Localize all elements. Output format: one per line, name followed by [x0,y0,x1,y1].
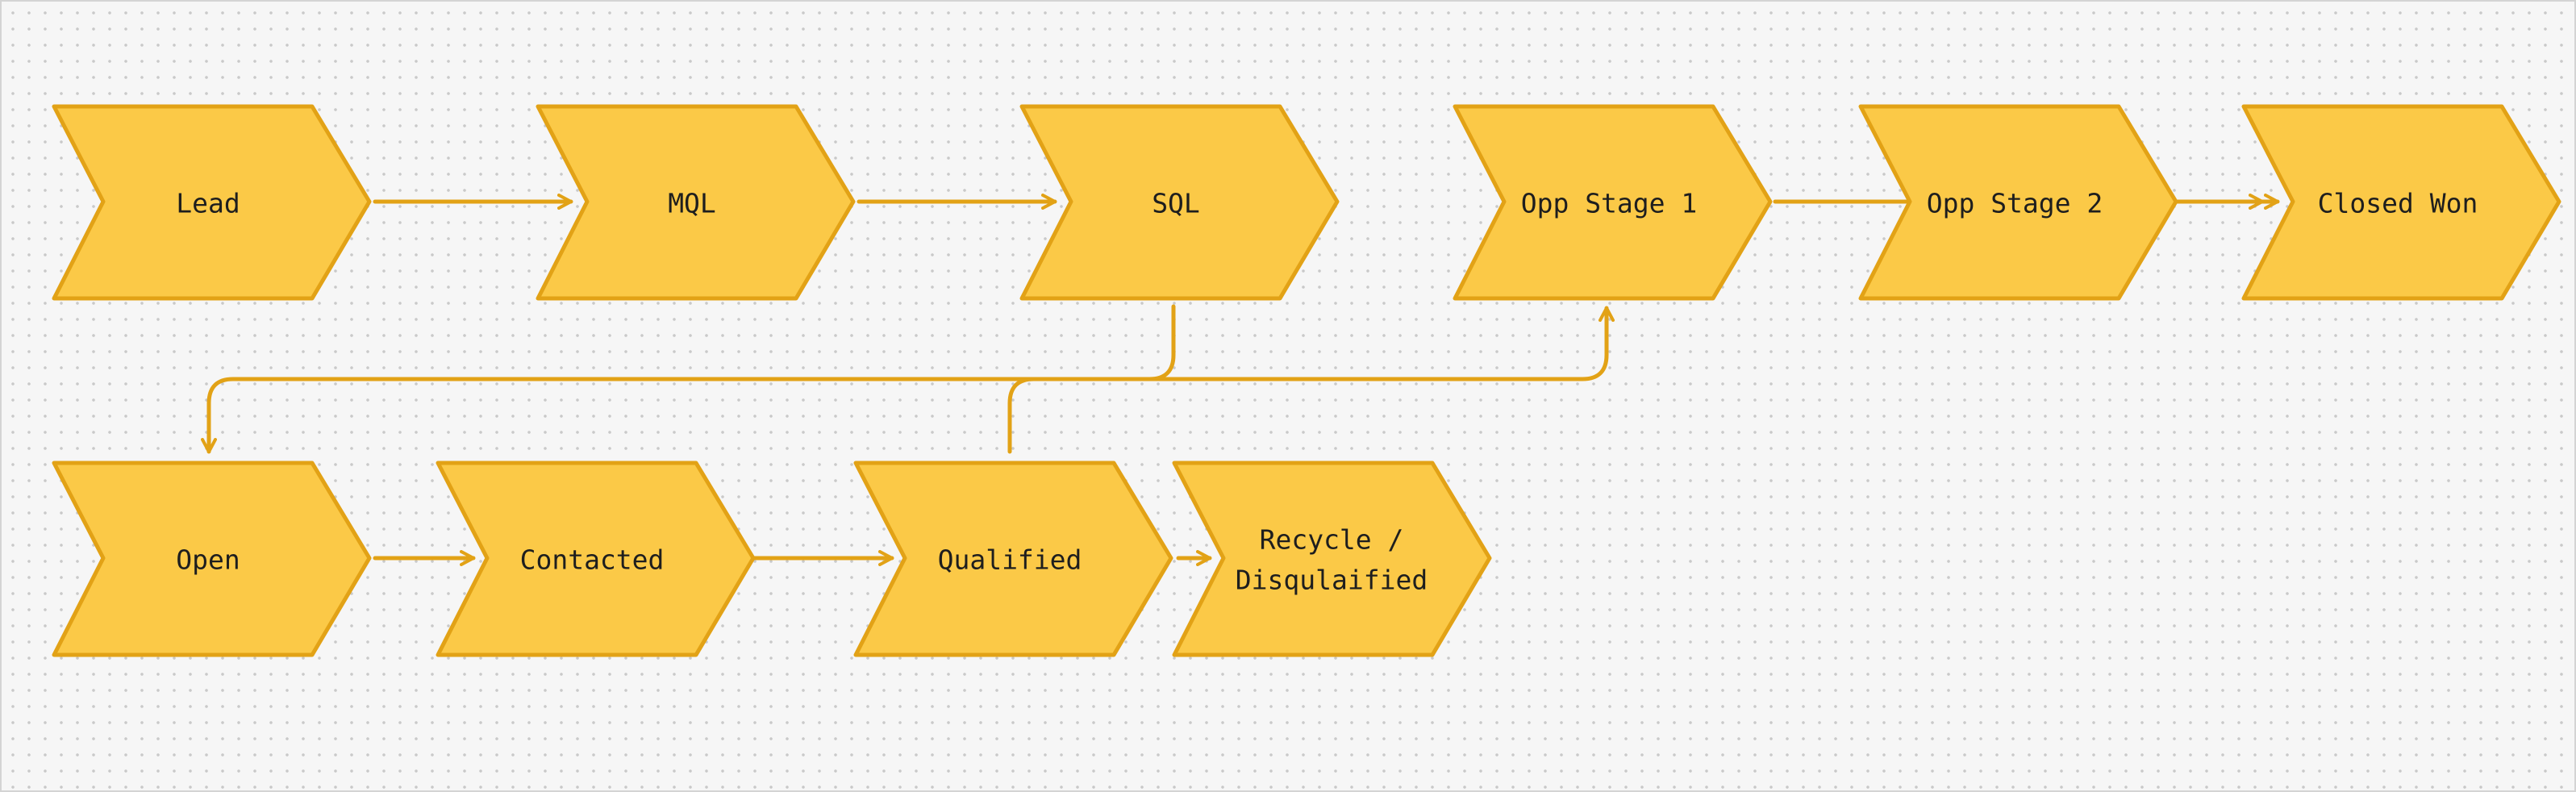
node-open[interactable]: Open [52,461,372,657]
node-recycle-label-line1: Recycle / [1260,524,1404,556]
node-mql[interactable]: MQL [536,104,856,301]
node-sql-label: SQL [1152,188,1200,219]
node-qualified-label: Qualified [938,544,1082,576]
node-mql-label: MQL [668,188,716,219]
node-open-label: Open [176,544,240,576]
node-opp-stage-1[interactable]: Opp Stage 1 [1453,104,1773,301]
node-sql[interactable]: SQL [1019,104,1340,301]
node-closed-won[interactable]: Closed Won [2241,104,2561,301]
arrow-qualified-to-opp-stage-1[interactable] [1007,306,1615,454]
node-recycle-label-line2: Disqulaified [1236,565,1428,596]
node-closed-won-label: Closed Won [2318,188,2478,219]
node-lead[interactable]: Lead [52,104,372,301]
node-opp-stage-1-label: Opp Stage 1 [1521,188,1698,219]
arrow-sql-to-open[interactable] [201,304,1176,454]
node-opp-stage-2-label: Opp Stage 2 [1927,188,2103,219]
node-opp-stage-2[interactable]: Opp Stage 2 [1858,104,2178,301]
node-qualified[interactable]: Qualified [853,461,1173,657]
node-contacted[interactable]: Contacted [436,461,756,657]
node-recycle-disqualified[interactable]: Recycle / Disqulaified [1172,461,1492,657]
node-contacted-label: Contacted [520,544,665,576]
node-lead-label: Lead [176,188,240,219]
